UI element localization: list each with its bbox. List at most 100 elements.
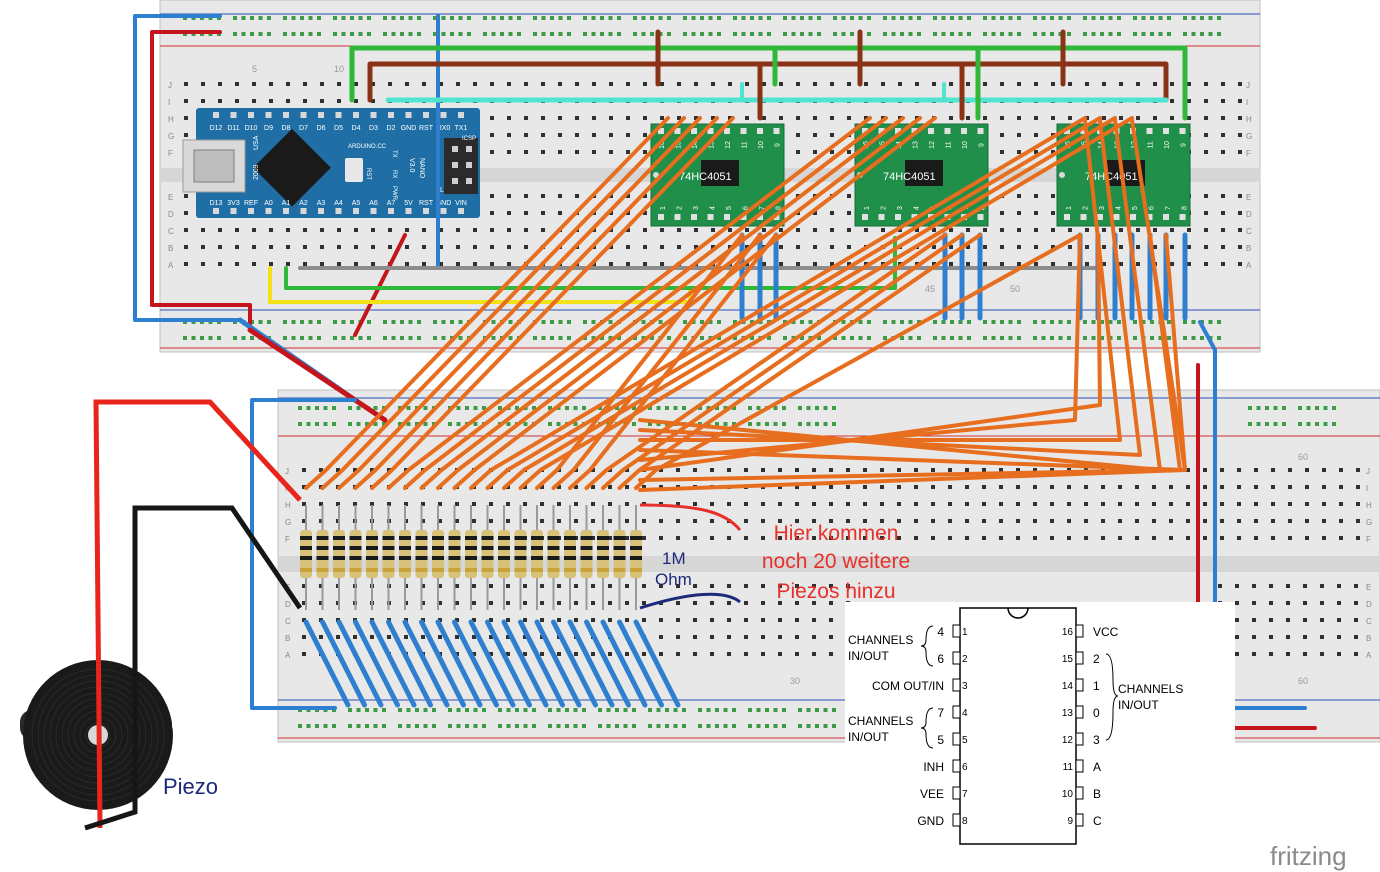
breadboard-hole: [507, 133, 511, 137]
breadboard-hole: [455, 635, 459, 639]
rail-hole: [441, 32, 446, 36]
breadboard-hole: [744, 502, 748, 506]
rail-hole: [1191, 336, 1196, 340]
breadboard-hole: [846, 519, 850, 523]
wire-orange: [337, 116, 702, 490]
breadboard-hole: [880, 536, 884, 540]
rail-hole: [267, 32, 271, 36]
ic-pin-right: [1075, 678, 1084, 692]
rail-hole: [473, 708, 478, 712]
arduino-pin: [440, 208, 447, 214]
row-letter: E: [1246, 193, 1251, 202]
rail-hole: [441, 16, 446, 20]
breadboard-hole: [626, 228, 630, 232]
rail-hole: [1273, 406, 1278, 410]
module-pin: [895, 128, 901, 134]
breadboard-hole: [184, 82, 188, 86]
breadboard-hole: [1305, 536, 1309, 540]
breadboard-hole: [1235, 601, 1239, 605]
breadboard-hole: [625, 618, 629, 622]
breadboard-hole: [472, 519, 476, 523]
module-pin-label: 13: [913, 141, 920, 149]
breadboard-hole: [744, 601, 748, 605]
rail-hole: [1323, 406, 1328, 410]
breadboard-hole: [711, 245, 715, 249]
rail-hole: [1100, 32, 1104, 36]
rail-hole: [582, 406, 586, 410]
breadboard-hole: [761, 519, 765, 523]
module-pin-label: 3: [1099, 206, 1106, 210]
breadboard-hole: [966, 262, 970, 266]
breadboard-hole: [269, 262, 273, 266]
breadboard-hole: [184, 99, 188, 103]
rail-hole: [1091, 320, 1096, 324]
resistor-band: [547, 536, 560, 540]
rail-hole: [515, 724, 519, 728]
breadboard-hole: [473, 262, 477, 266]
breadboard-hole: [558, 194, 562, 198]
breadboard-hole: [812, 519, 816, 523]
breadboard-hole: [1269, 618, 1273, 622]
breadboard-hole: [812, 635, 816, 639]
rail-hole: [858, 320, 863, 324]
rail-hole: [1183, 16, 1187, 20]
pin-name: 7: [937, 706, 944, 720]
breadboard-hole: [235, 262, 239, 266]
breadboard-hole: [1153, 228, 1157, 232]
resistor-band: [349, 546, 362, 550]
rail-hole: [767, 336, 771, 340]
breadboard-hole: [812, 502, 816, 506]
resistor-band: [531, 546, 543, 550]
rail-hole: [1282, 422, 1286, 426]
arduino-pin-label: 3V3: [227, 200, 240, 207]
rail-hole: [783, 320, 787, 324]
breadboard-hole: [319, 635, 323, 639]
rail-hole: [591, 336, 596, 340]
rail-hole: [306, 406, 311, 410]
breadboard-hole: [592, 133, 596, 137]
breadboard-hole: [1203, 468, 1207, 472]
breadboard-hole: [659, 618, 663, 622]
rail-hole: [991, 32, 996, 36]
rail-hole: [1017, 336, 1021, 340]
breadboard-hole: [1305, 519, 1309, 523]
rail-hole: [350, 32, 354, 36]
breadboard-hole: [558, 82, 562, 86]
breadboard-hole: [371, 245, 375, 249]
module-pin: [895, 214, 901, 220]
rail-hole: [832, 708, 836, 712]
breadboard-hole: [1337, 635, 1341, 639]
pin-number: 16: [1062, 627, 1074, 638]
arduino-pin-label: REF: [244, 200, 258, 207]
breadboard-hole: [728, 116, 732, 120]
breadboard-hole: [795, 519, 799, 523]
breadboard-hole: [286, 99, 290, 103]
breadboard-hole: [1322, 485, 1326, 489]
resistor-band: [300, 536, 312, 540]
breadboard-hole: [404, 635, 408, 639]
breadboard-hole: [302, 502, 306, 506]
rail-hole: [241, 336, 246, 340]
breadboard-hole: [795, 502, 799, 506]
brace-left-bottom: [920, 707, 934, 749]
rail-hole: [1008, 32, 1013, 36]
breadboard-hole: [744, 519, 748, 523]
breadboard-hole: [1034, 194, 1038, 198]
breadboard-hole: [269, 82, 273, 86]
rail-hole: [1033, 336, 1037, 340]
breadboard-hole: [1000, 82, 1004, 86]
breadboard-hole: [813, 228, 817, 232]
breadboard-hole: [302, 618, 306, 622]
breadboard-hole: [796, 228, 800, 232]
row-letter: J: [1366, 467, 1370, 476]
rail-hole: [632, 724, 636, 728]
breadboard-hole: [1286, 584, 1290, 588]
breadboard-hole: [1339, 468, 1343, 472]
module-pin-label: 6: [743, 206, 750, 210]
rail-hole: [1282, 406, 1286, 410]
module-pin: [1097, 214, 1103, 220]
breadboard-hole: [591, 502, 595, 506]
breadboard-hole: [235, 228, 239, 232]
rail-hole: [250, 16, 254, 20]
breadboard-hole: [371, 262, 375, 266]
